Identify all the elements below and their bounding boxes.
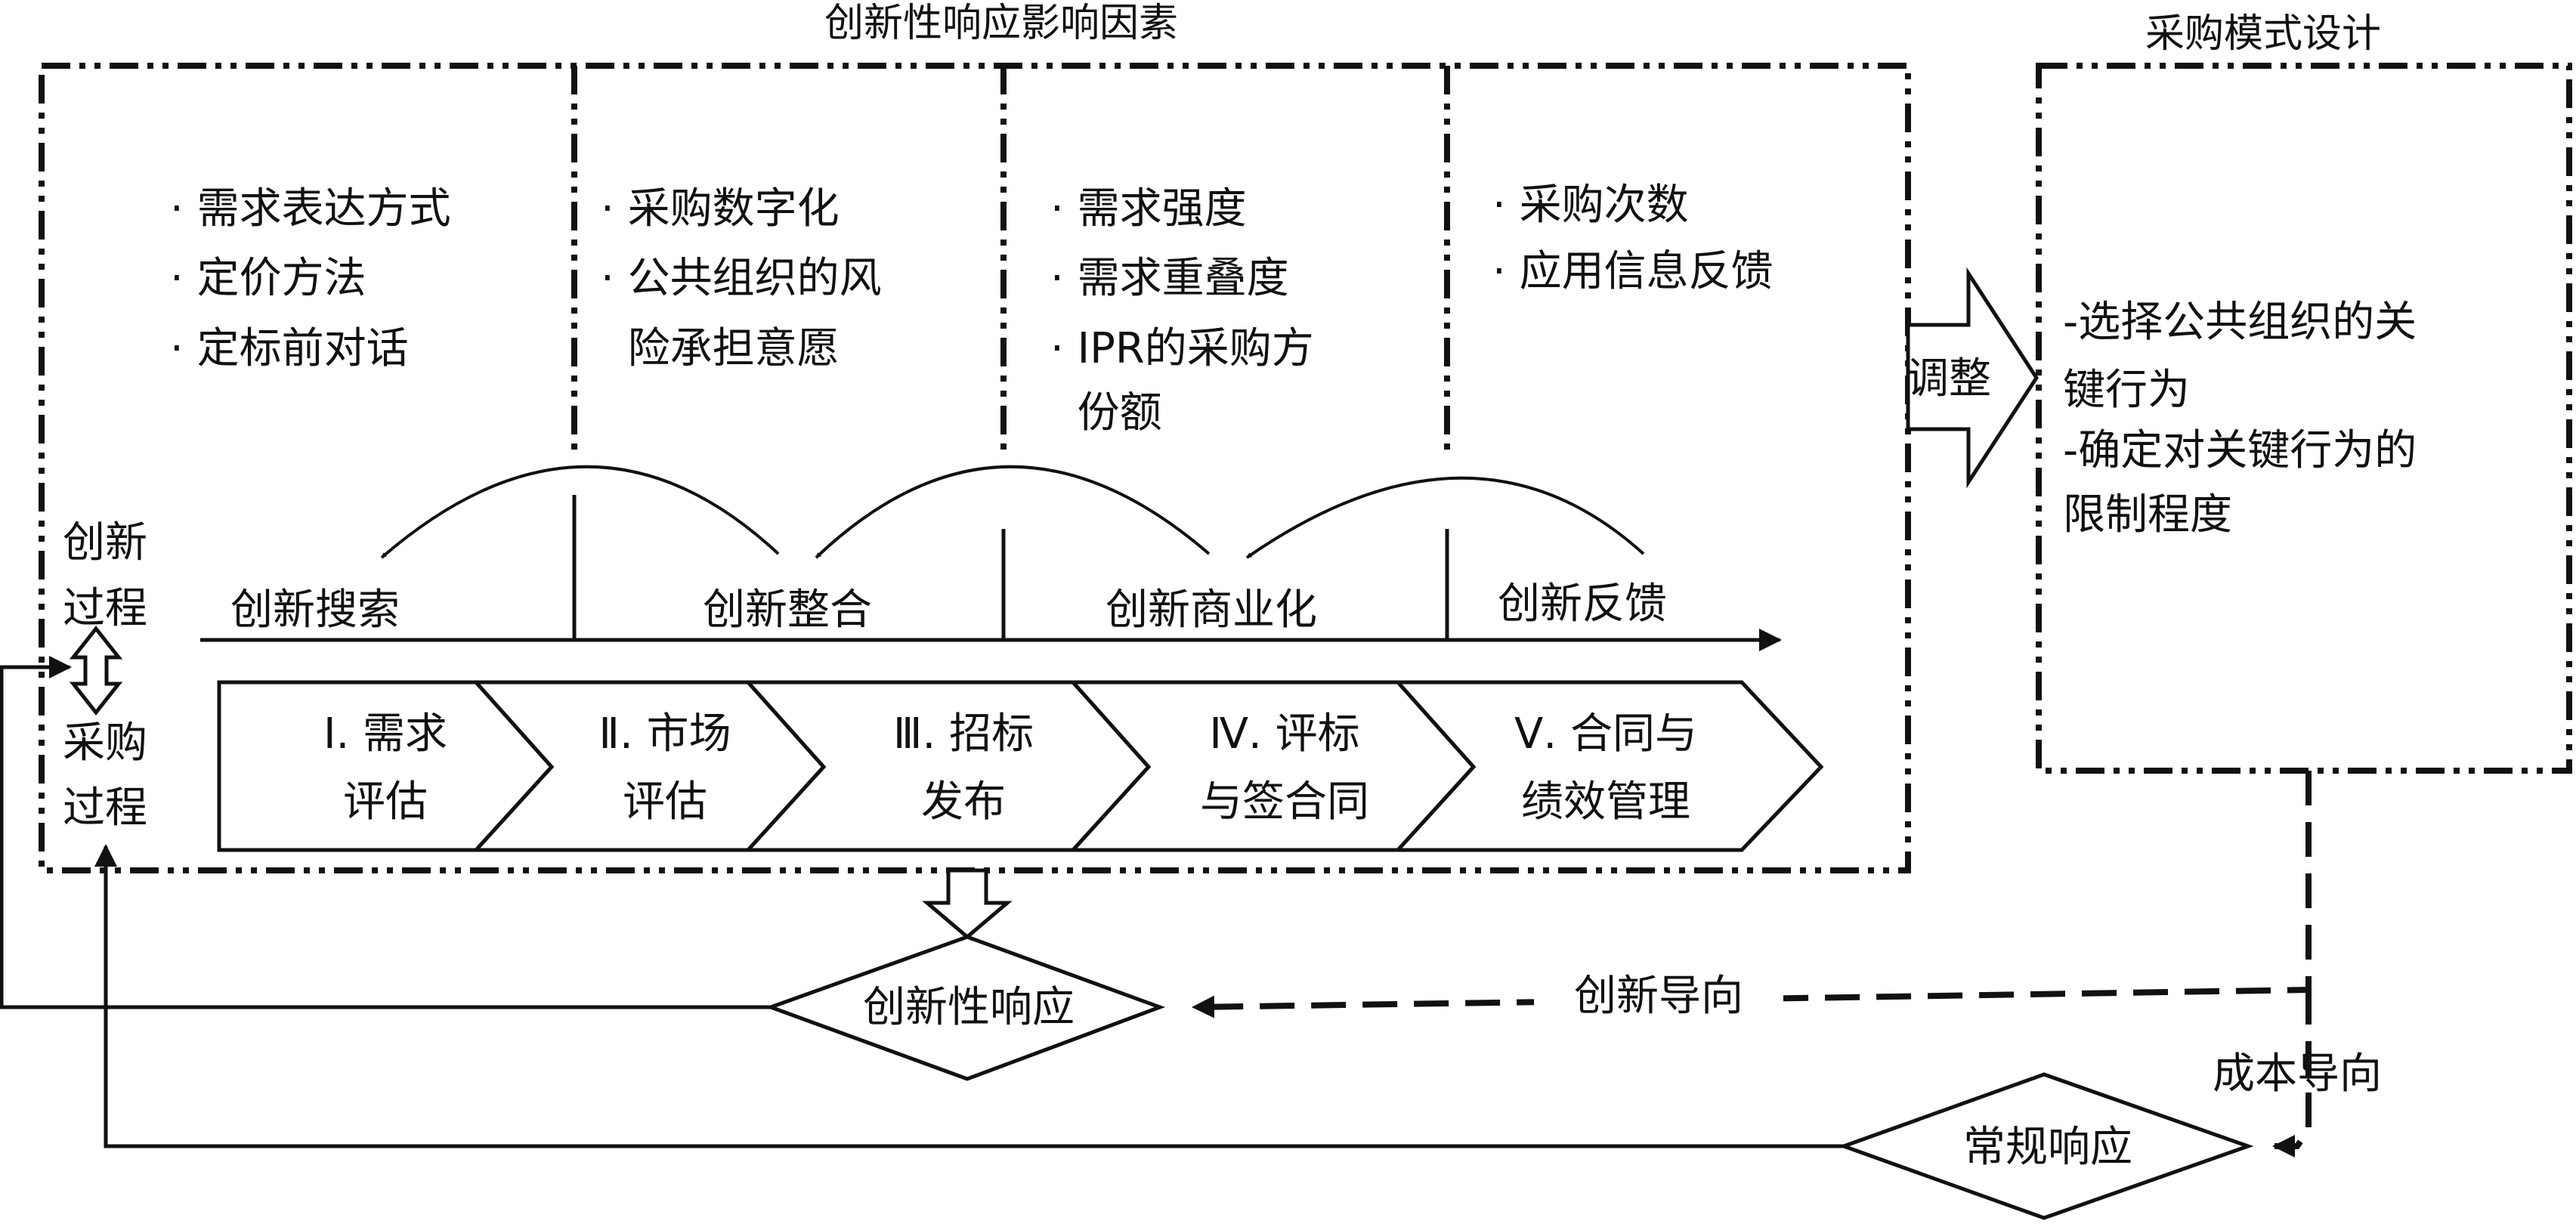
phase-innovation-feedback: 创新反馈 — [1498, 580, 1667, 629]
factor-item: · 需求表达方式 — [170, 184, 451, 233]
left-panel-title: 创新性响应影响因素 — [824, 1, 1178, 46]
adjust-arrow-icon — [1906, 267, 2039, 489]
innovative-response-label: 创新性响应 — [863, 983, 1075, 1032]
factor-item: · 采购次数 — [1492, 181, 1689, 230]
factor-item: · 定标前对话 — [170, 324, 409, 373]
innovative-response-diamond — [765, 935, 1166, 1081]
curved-arrow-feedback-to-commercialization — [1245, 476, 1645, 559]
procurement-step-5 — [1393, 680, 1824, 852]
procurement-step-label: Ⅲ. 招标 — [893, 709, 1034, 759]
factor-item: · 应用信息反馈 — [1492, 247, 1774, 296]
procurement-step-label: 评估 — [623, 777, 707, 827]
factor-column-4: · 采购次数 · 应用信息反馈 — [1492, 181, 1774, 296]
factor-column-1: · 需求表达方式 · 定价方法 · 定标前对话 — [170, 184, 451, 373]
procurement-process-label: 采购 — [63, 719, 147, 768]
procurement-step-label: Ⅴ. 合同与 — [1514, 709, 1697, 759]
procurement-step-labels: Ⅰ. 需求 评估 Ⅱ. 市场 评估 Ⅲ. 招标 发布 Ⅳ. 评标 与签合同 Ⅴ.… — [323, 709, 1697, 827]
routine-response-diamond — [1838, 1072, 2254, 1220]
phase-innovation-search: 创新搜索 — [230, 586, 400, 635]
procurement-step-label: 发布 — [921, 777, 1006, 827]
routine-response-feedback-line — [94, 844, 1844, 1148]
design-item: -选择公共组织的关 — [2063, 298, 2417, 347]
procurement-step-label: 与签合同 — [1200, 777, 1369, 827]
double-arrow-icon — [69, 625, 123, 716]
design-item: 键行为 — [2063, 366, 2190, 415]
factor-column-2: · 采购数字化 · 公共组织的风 险承担意愿 — [601, 184, 882, 373]
factor-item: · IPR的采购方 — [1050, 324, 1314, 373]
innovation-process-label: 过程 — [63, 584, 147, 633]
phase-innovation-integration: 创新整合 — [703, 586, 872, 635]
curved-arrow-integration-to-search — [380, 465, 780, 559]
procurement-step-label: Ⅱ. 市场 — [598, 709, 731, 759]
design-item: -确定对关键行为的 — [2063, 426, 2417, 475]
procurement-step-label: 评估 — [343, 777, 428, 827]
adjust-label: 调整 — [1906, 354, 1991, 403]
procurement-step-label: Ⅰ. 需求 — [323, 709, 447, 759]
design-item: 限制程度 — [2063, 490, 2232, 539]
down-arrow-icon — [922, 868, 1013, 940]
factor-item: · 需求重叠度 — [1050, 254, 1289, 303]
factor-item: 份额 — [1050, 388, 1162, 437]
right-panel-title: 采购模式设计 — [2145, 11, 2381, 57]
factor-column-3: · 需求强度 · 需求重叠度 · IPR的采购方 份额 — [1050, 184, 1314, 437]
innovative-response-feedback-line — [0, 656, 771, 1009]
cost-orientation-label: 成本导向 — [2213, 1049, 2382, 1099]
procurement-process-label: 过程 — [63, 784, 147, 833]
routine-response-label: 常规响应 — [1963, 1123, 2132, 1172]
innovation-orientation-label-bg — [1534, 967, 1783, 1028]
procurement-mode-design-frame — [2036, 63, 2572, 774]
factor-item: · 需求强度 — [1050, 184, 1247, 233]
procurement-step-label: Ⅳ. 评标 — [1209, 709, 1359, 759]
factor-item: · 定价方法 — [170, 254, 366, 303]
innovation-orientation-connector — [1192, 771, 2312, 1018]
innovation-process-label: 创新 — [63, 518, 147, 567]
phase-innovation-commercialization: 创新商业化 — [1106, 586, 1317, 635]
factor-item: · 采购数字化 — [601, 184, 840, 233]
innovation-orientation-label: 创新导向 — [1574, 972, 1743, 1021]
factor-item: · 公共组织的风 — [601, 254, 882, 303]
procurement-step-label: 绩效管理 — [1521, 777, 1690, 827]
factor-item: 险承担意愿 — [601, 324, 840, 373]
curved-arrow-commercialization-to-integration — [815, 465, 1211, 559]
cost-orientation-connector — [2272, 990, 2312, 1158]
